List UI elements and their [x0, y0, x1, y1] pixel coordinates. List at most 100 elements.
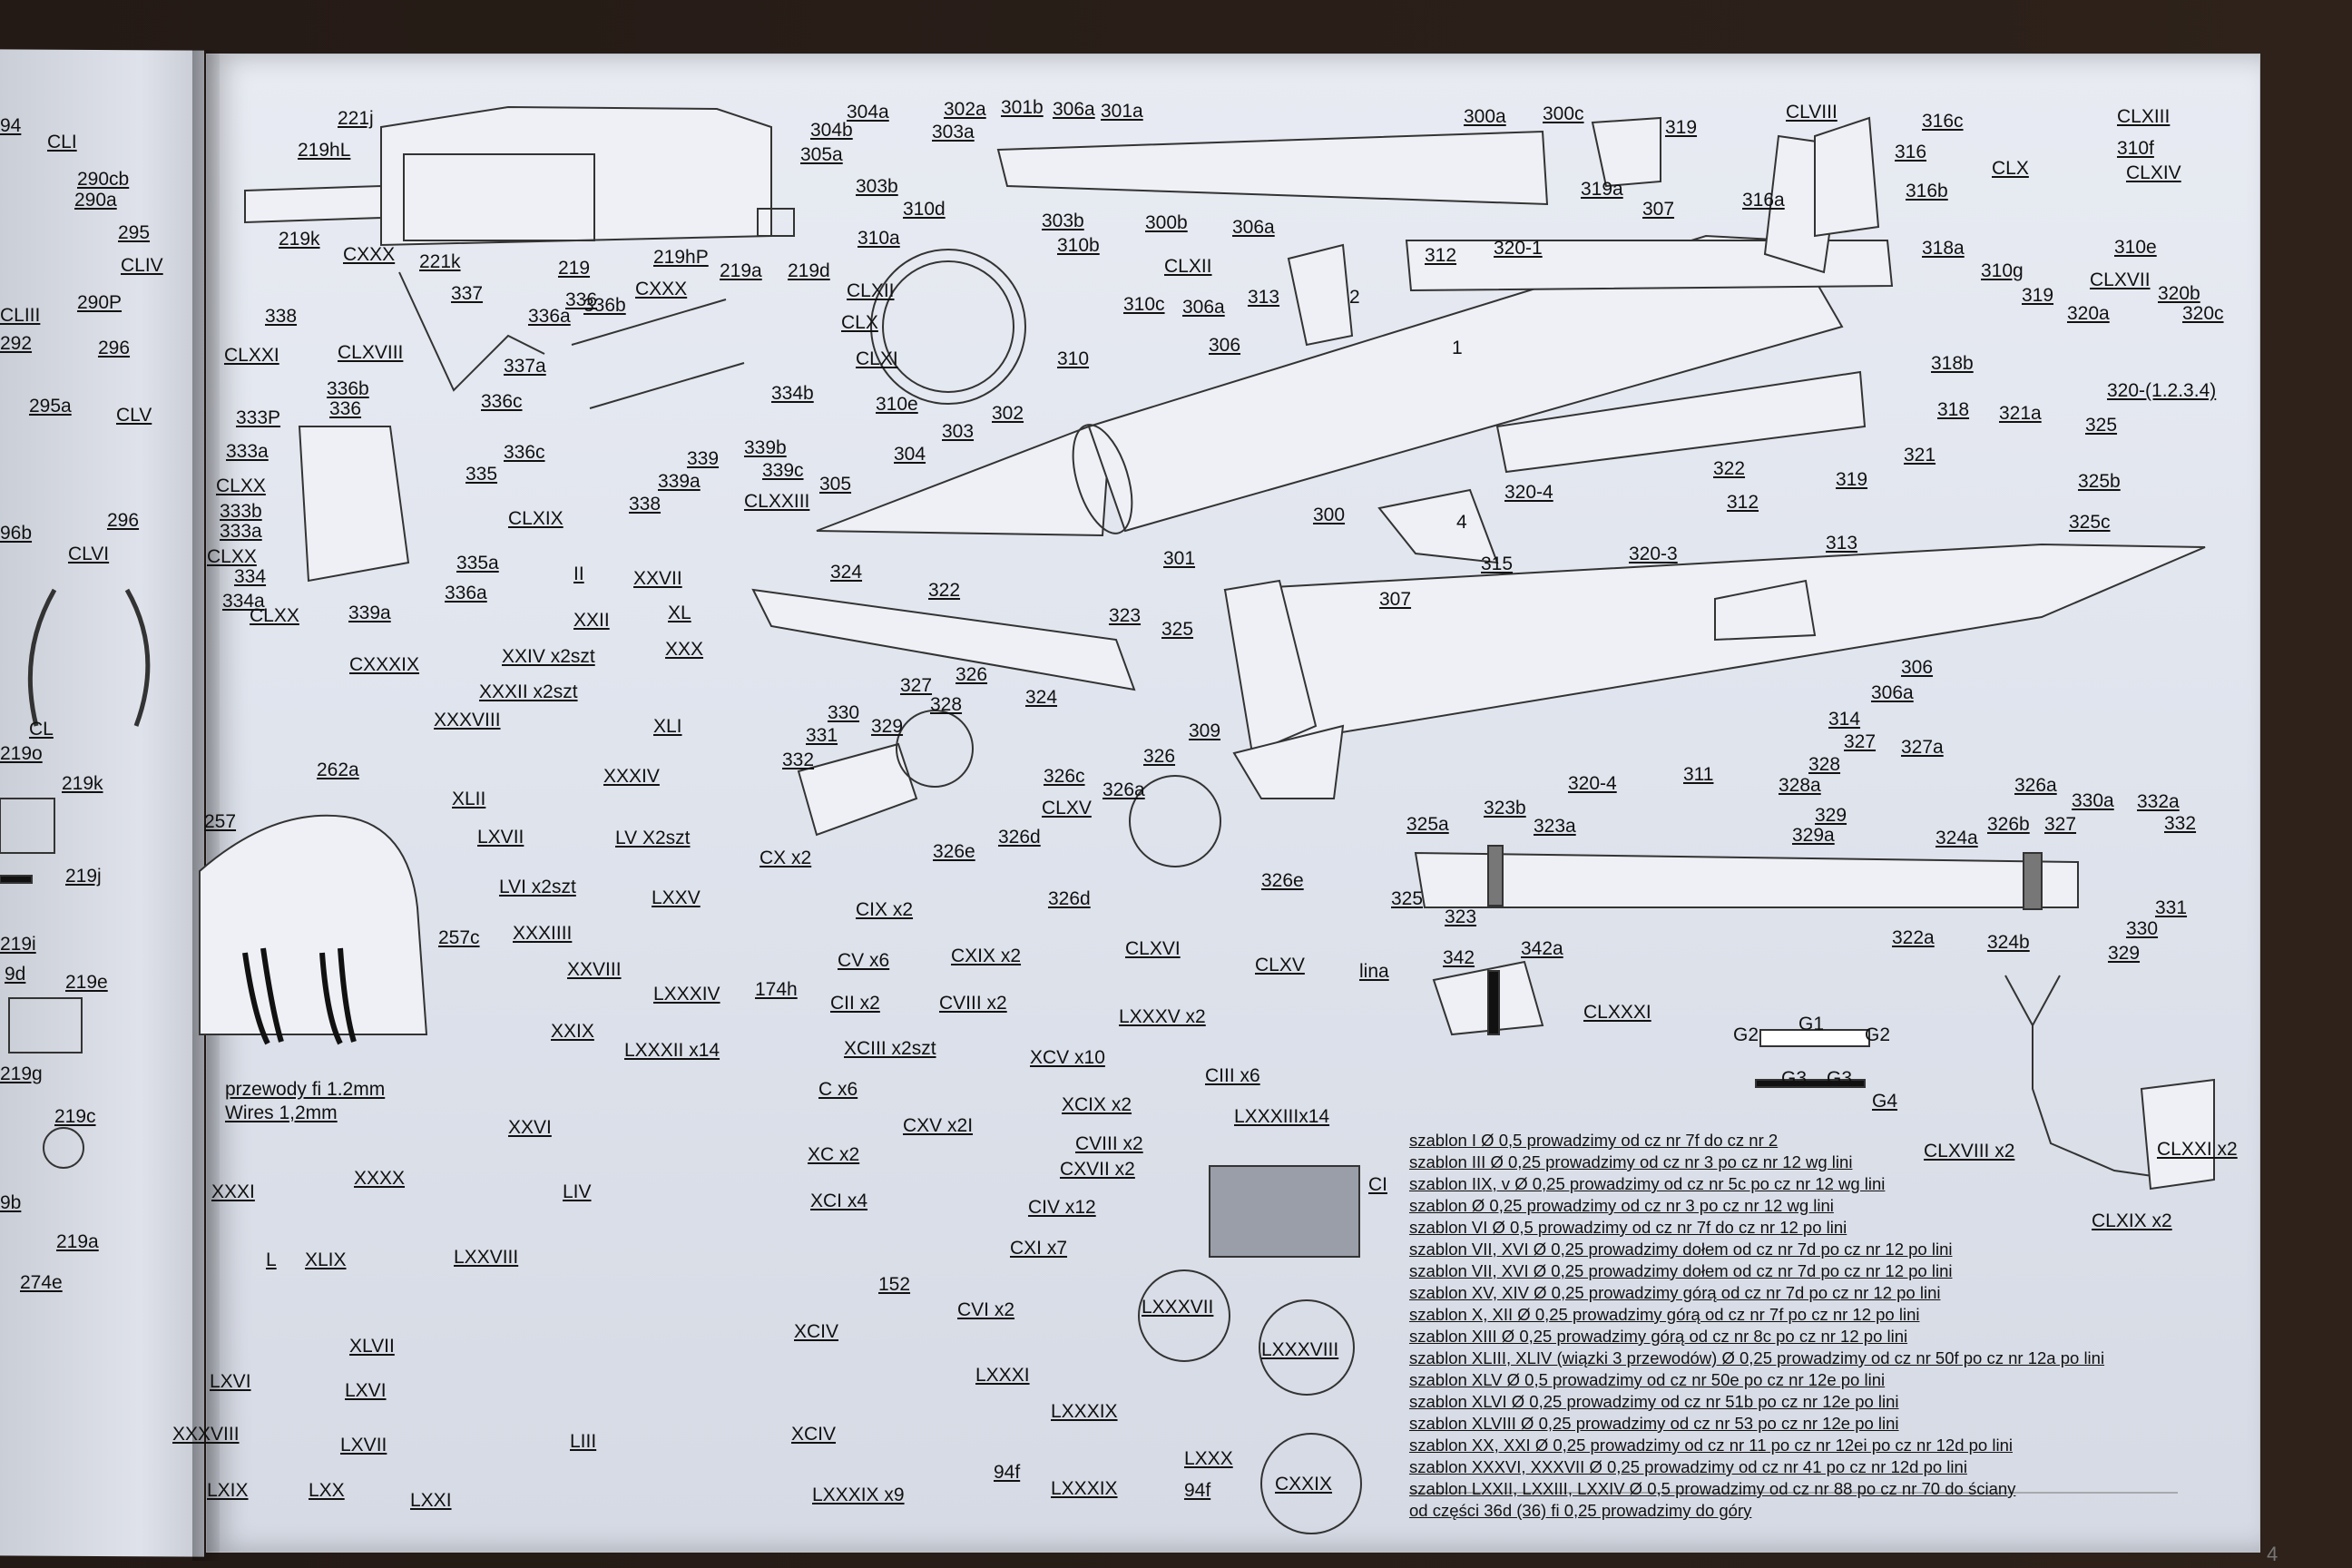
part-label: 324a	[1936, 828, 1978, 848]
part-label: CLXV	[1255, 955, 1305, 975]
part-label: 330	[828, 702, 860, 723]
part-label: 302	[992, 403, 1024, 424]
part-label: 219hP	[653, 247, 709, 268]
part-label: 336c	[504, 442, 545, 463]
part-label: 219g	[0, 1063, 43, 1084]
part-label: CLXII	[1164, 256, 1212, 277]
part-label: XCIV	[791, 1424, 837, 1445]
part-label: XXXII x2szt	[479, 681, 578, 702]
part-label: 328a	[1779, 775, 1821, 796]
g-parts	[1755, 1029, 1870, 1088]
part-label: 303b	[1042, 211, 1084, 231]
part-label: LV X2szt	[615, 828, 691, 848]
part-label: LXXXII x14	[624, 1040, 720, 1061]
part-label: 318a	[1922, 238, 1965, 259]
part-label: 320-3	[1629, 544, 1678, 564]
part-label: 327a	[1901, 737, 1944, 758]
part-label: 9b	[0, 1192, 22, 1213]
part-label: 306a	[1182, 297, 1225, 318]
part-label: 306a	[1053, 99, 1095, 120]
part-label: CLXVIII	[338, 342, 404, 363]
part-label: 300a	[1464, 106, 1506, 127]
part-label: 339	[687, 448, 720, 469]
part-label: 296	[98, 338, 131, 358]
part-label: LXVI	[210, 1371, 251, 1392]
part-label: CLXVII	[2090, 270, 2151, 290]
part-label: LXXXV x2	[1119, 1006, 1206, 1027]
part-label: 326	[1143, 746, 1176, 767]
part-label: 336	[329, 398, 362, 419]
part-label: 311	[1683, 764, 1714, 785]
part-label: CXI x7	[1010, 1238, 1068, 1259]
part-label: 316	[1895, 142, 1927, 162]
part-label: 319	[1665, 117, 1698, 138]
part-label: 219i	[0, 934, 36, 955]
part-label: LIII	[570, 1431, 597, 1452]
note-line: szablon Ø 0,25 prowadzimy od cz nr 3 po …	[1409, 1196, 1834, 1215]
part-label: CXIX x2	[951, 946, 1022, 966]
part-label: 327	[900, 675, 933, 696]
part-label: LXXXIX	[1051, 1401, 1118, 1422]
part-label: CLXIX x2	[2092, 1210, 2172, 1231]
part-label: LXXXIX x9	[812, 1485, 905, 1505]
part-label: 300b	[1145, 212, 1188, 233]
note-line: szablon III Ø 0,25 prowadzimy od cz nr 3…	[1409, 1152, 1853, 1171]
part-label: 307	[1379, 589, 1412, 610]
part-label: 322	[928, 580, 961, 601]
part-label: 1	[1452, 338, 1463, 358]
part-label: 318b	[1931, 353, 1974, 374]
part-label: CXXXIX	[349, 654, 420, 675]
seat-frame	[298, 271, 745, 583]
part-label: 304	[894, 444, 926, 465]
part-label: 333a	[220, 521, 262, 542]
part-label: 219j	[65, 866, 102, 887]
part-label: 328	[930, 694, 963, 715]
part-label: 326b	[1987, 814, 2030, 835]
part-label: CLXVI	[1125, 938, 1181, 959]
part-label: 335	[466, 464, 498, 485]
part-label: 312	[1727, 492, 1759, 513]
part-label: 300	[1313, 505, 1346, 525]
part-label: 333a	[226, 441, 269, 462]
part-label: 316c	[1922, 111, 1964, 132]
circular-parts	[1138, 1269, 1362, 1534]
part-label: 9d	[5, 964, 26, 985]
part-label: XCV x10	[1030, 1047, 1105, 1068]
part-label: 339c	[762, 460, 804, 481]
part-label: G4	[1872, 1091, 1898, 1112]
part-label: CXXIX	[1275, 1474, 1333, 1494]
part-label: 325c	[2069, 512, 2111, 533]
part-label: 290cb	[77, 169, 130, 190]
part-label: 219hL	[298, 140, 351, 161]
part-label: Wires 1,2mm	[225, 1102, 338, 1123]
part-label: 320c	[2182, 303, 2224, 324]
note-line: od części 36d (36) fi 0,25 prowadzimy do…	[1409, 1501, 1752, 1520]
part-label: 323	[1109, 605, 1142, 626]
note-line: szablon XLIII, XLIV (wiązki 3 przewodów)…	[1409, 1348, 2105, 1367]
part-label: 316b	[1906, 181, 1948, 201]
part-label: CLXXI	[224, 345, 279, 366]
part-label: LXXXVIII	[1261, 1339, 1339, 1360]
part-label: CLI	[47, 132, 77, 152]
part-label: 328	[1808, 754, 1841, 775]
part-label: XCIV	[794, 1321, 839, 1342]
part-label: 336	[565, 289, 598, 310]
part-label: CXXX	[343, 244, 396, 265]
part-label: 307	[1642, 199, 1675, 220]
part-label: 290P	[77, 292, 122, 313]
part-label: 325	[1161, 619, 1194, 640]
part-label: 310f	[2117, 138, 2154, 159]
part-label: 336a	[528, 306, 571, 327]
part-label: CXXX	[635, 279, 688, 299]
part-label: 338	[265, 306, 298, 327]
part-label: 333b	[220, 501, 262, 522]
part-label: 96b	[0, 523, 33, 544]
part-label: G2	[1733, 1024, 1759, 1045]
part-label: 174h	[755, 979, 798, 1000]
part-label: 329	[2108, 943, 2141, 964]
part-label: CLX	[1992, 158, 2029, 179]
part-label: 334a	[222, 591, 265, 612]
part-label: CVIII x2	[939, 993, 1007, 1014]
part-label: LXXXIX	[1051, 1478, 1118, 1499]
